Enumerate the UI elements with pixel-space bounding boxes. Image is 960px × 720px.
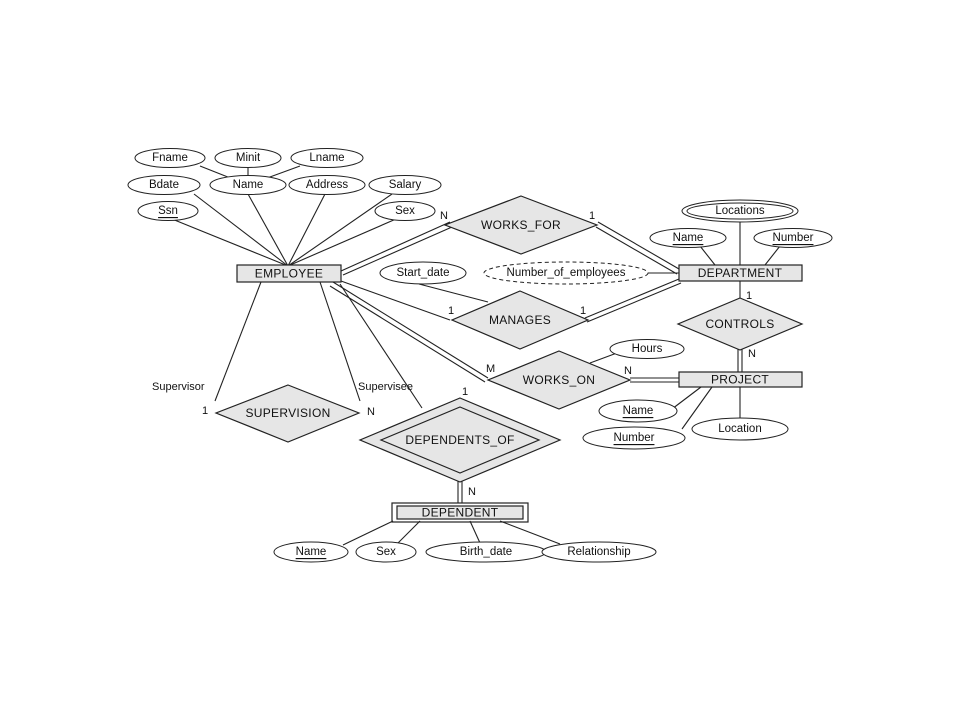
svg-text:Address: Address bbox=[306, 179, 348, 191]
attribute-relationship: Relationship bbox=[541, 541, 657, 563]
attribute-lname: Lname bbox=[290, 148, 364, 168]
entity-dependent-weak: DEPENDENT bbox=[391, 502, 529, 523]
svg-text:DEPARTMENT: DEPARTMENT bbox=[698, 266, 783, 280]
attribute-project-location: Location bbox=[691, 417, 789, 441]
attribute-locations-multivalued: Locations bbox=[681, 199, 799, 223]
svg-text:DEPENDENTS_OF: DEPENDENTS_OF bbox=[405, 433, 514, 447]
cardinality-supervision-supervisor: 1 bbox=[202, 405, 208, 417]
attribute-hours: Hours bbox=[609, 339, 685, 359]
cardinality-works-for-department: 1 bbox=[589, 210, 595, 222]
relationship-dependents-of-identifying: DEPENDENTS_OF bbox=[358, 397, 562, 483]
svg-text:WORKS_FOR: WORKS_FOR bbox=[481, 218, 561, 232]
svg-text:SUPERVISION: SUPERVISION bbox=[245, 406, 330, 420]
role-supervisor: Supervisor bbox=[152, 381, 205, 393]
cardinality-dependents-of-employee: 1 bbox=[462, 386, 468, 398]
cardinality-controls-project: N bbox=[748, 348, 756, 360]
svg-text:Birth_date: Birth_date bbox=[460, 546, 512, 558]
svg-text:Minit: Minit bbox=[236, 152, 261, 164]
svg-text:Name: Name bbox=[673, 232, 704, 244]
relationship-supervision: SUPERVISION bbox=[214, 384, 361, 443]
attribute-dependent-name-key: Name bbox=[273, 541, 349, 563]
svg-text:PROJECT: PROJECT bbox=[711, 373, 769, 387]
attribute-address: Address bbox=[288, 175, 366, 195]
attribute-fname: Fname bbox=[134, 148, 206, 168]
svg-text:EMPLOYEE: EMPLOYEE bbox=[255, 267, 323, 281]
svg-text:MANAGES: MANAGES bbox=[489, 313, 551, 327]
svg-text:WORKS_ON: WORKS_ON bbox=[523, 373, 595, 387]
cardinality-labels: N 1 1 1 M N 1 N 1 N 1 N bbox=[202, 210, 756, 498]
svg-text:Number_of_employees: Number_of_employees bbox=[507, 267, 626, 279]
svg-text:Location: Location bbox=[718, 423, 761, 435]
role-labels: Supervisor Supervisee bbox=[152, 381, 413, 393]
svg-text:DEPENDENT: DEPENDENT bbox=[422, 506, 499, 520]
svg-text:Number: Number bbox=[773, 232, 814, 244]
cardinality-controls-department: 1 bbox=[746, 290, 752, 302]
svg-text:Sex: Sex bbox=[395, 205, 415, 217]
svg-text:Bdate: Bdate bbox=[149, 179, 179, 191]
attribute-birth-date: Birth_date bbox=[425, 541, 547, 563]
relationship-works-for: WORKS_FOR bbox=[443, 195, 599, 255]
cardinality-works-on-project: N bbox=[624, 365, 632, 377]
svg-text:Sex: Sex bbox=[376, 546, 396, 558]
svg-text:Ssn: Ssn bbox=[158, 205, 178, 217]
attribute-project-number-key: Number bbox=[582, 426, 686, 450]
svg-text:Lname: Lname bbox=[309, 152, 344, 164]
attribute-project-name-key: Name bbox=[598, 399, 678, 423]
relationship-manages: MANAGES bbox=[450, 290, 590, 350]
cardinality-works-for-employee: N bbox=[440, 210, 448, 222]
svg-text:CONTROLS: CONTROLS bbox=[705, 317, 774, 331]
cardinality-manages-department: 1 bbox=[580, 305, 586, 317]
cardinality-manages-employee: 1 bbox=[448, 305, 454, 317]
cardinality-dependents-of-dependent: N bbox=[468, 486, 476, 498]
attribute-start-date: Start_date bbox=[379, 261, 467, 285]
attribute-ssn-key: Ssn bbox=[137, 201, 199, 221]
cardinality-works-on-employee: M bbox=[486, 363, 495, 375]
entity-employee: EMPLOYEE bbox=[236, 264, 342, 283]
relationship-works-on: WORKS_ON bbox=[486, 350, 632, 410]
svg-text:Name: Name bbox=[623, 405, 654, 417]
attribute-number-of-employees-derived: Number_of_employees bbox=[483, 261, 649, 285]
attribute-dept-name-key: Name bbox=[649, 228, 727, 248]
attribute-dept-number-key: Number bbox=[753, 228, 833, 248]
cardinality-supervision-supervisee: N bbox=[367, 406, 375, 418]
svg-text:Relationship: Relationship bbox=[567, 546, 630, 558]
svg-text:Name: Name bbox=[233, 179, 264, 191]
attribute-salary: Salary bbox=[368, 175, 442, 195]
svg-text:Hours: Hours bbox=[632, 343, 663, 355]
attribute-bdate: Bdate bbox=[127, 175, 201, 195]
svg-text:Salary: Salary bbox=[389, 179, 422, 191]
svg-text:Number: Number bbox=[614, 432, 655, 444]
svg-text:Locations: Locations bbox=[715, 205, 764, 217]
svg-text:Fname: Fname bbox=[152, 152, 188, 164]
attribute-name-composite: Name bbox=[209, 175, 287, 195]
attribute-dependent-sex: Sex bbox=[355, 541, 417, 563]
attribute-minit: Minit bbox=[214, 148, 282, 168]
svg-text:Start_date: Start_date bbox=[396, 267, 449, 279]
entity-department: DEPARTMENT bbox=[678, 264, 803, 282]
entity-project: PROJECT bbox=[678, 371, 803, 388]
role-supervisee: Supervisee bbox=[358, 381, 413, 393]
svg-text:Name: Name bbox=[296, 546, 327, 558]
attribute-sex: Sex bbox=[374, 201, 436, 221]
relationship-controls: CONTROLS bbox=[676, 297, 804, 351]
